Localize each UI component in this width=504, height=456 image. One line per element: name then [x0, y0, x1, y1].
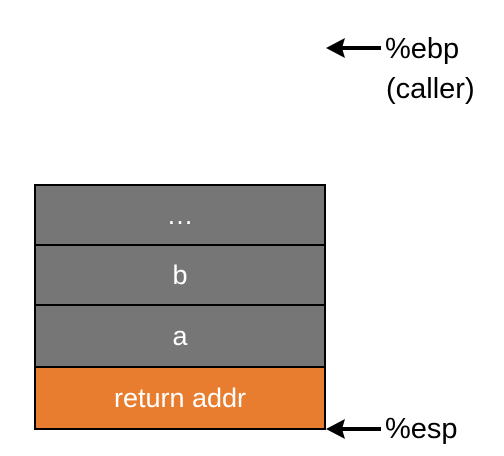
stack-cell-b: b: [34, 246, 326, 306]
arrow-left-icon: [326, 419, 381, 439]
ebp-caller-note: (caller): [386, 73, 475, 105]
stack-cell-return-addr: return addr: [34, 368, 326, 430]
esp-register-name: %esp: [385, 413, 458, 445]
stack-cell-label: a: [172, 320, 188, 351]
ebp-label: %ebp (caller): [385, 32, 475, 106]
stack-cell-label: b: [172, 259, 188, 290]
stack-cell-a: a: [34, 306, 326, 368]
stack-frame: … b a return addr: [34, 184, 326, 430]
esp-pointer: %esp: [326, 412, 458, 446]
stack-cell-ellipsis: …: [34, 184, 326, 246]
ebp-pointer: %ebp (caller): [326, 32, 475, 106]
esp-label: %esp: [385, 412, 458, 446]
ebp-register-name: %ebp: [385, 33, 460, 65]
stack-cell-label: …: [166, 199, 194, 230]
stack-cell-label: return addr: [113, 382, 247, 413]
arrow-left-icon: [326, 38, 381, 58]
